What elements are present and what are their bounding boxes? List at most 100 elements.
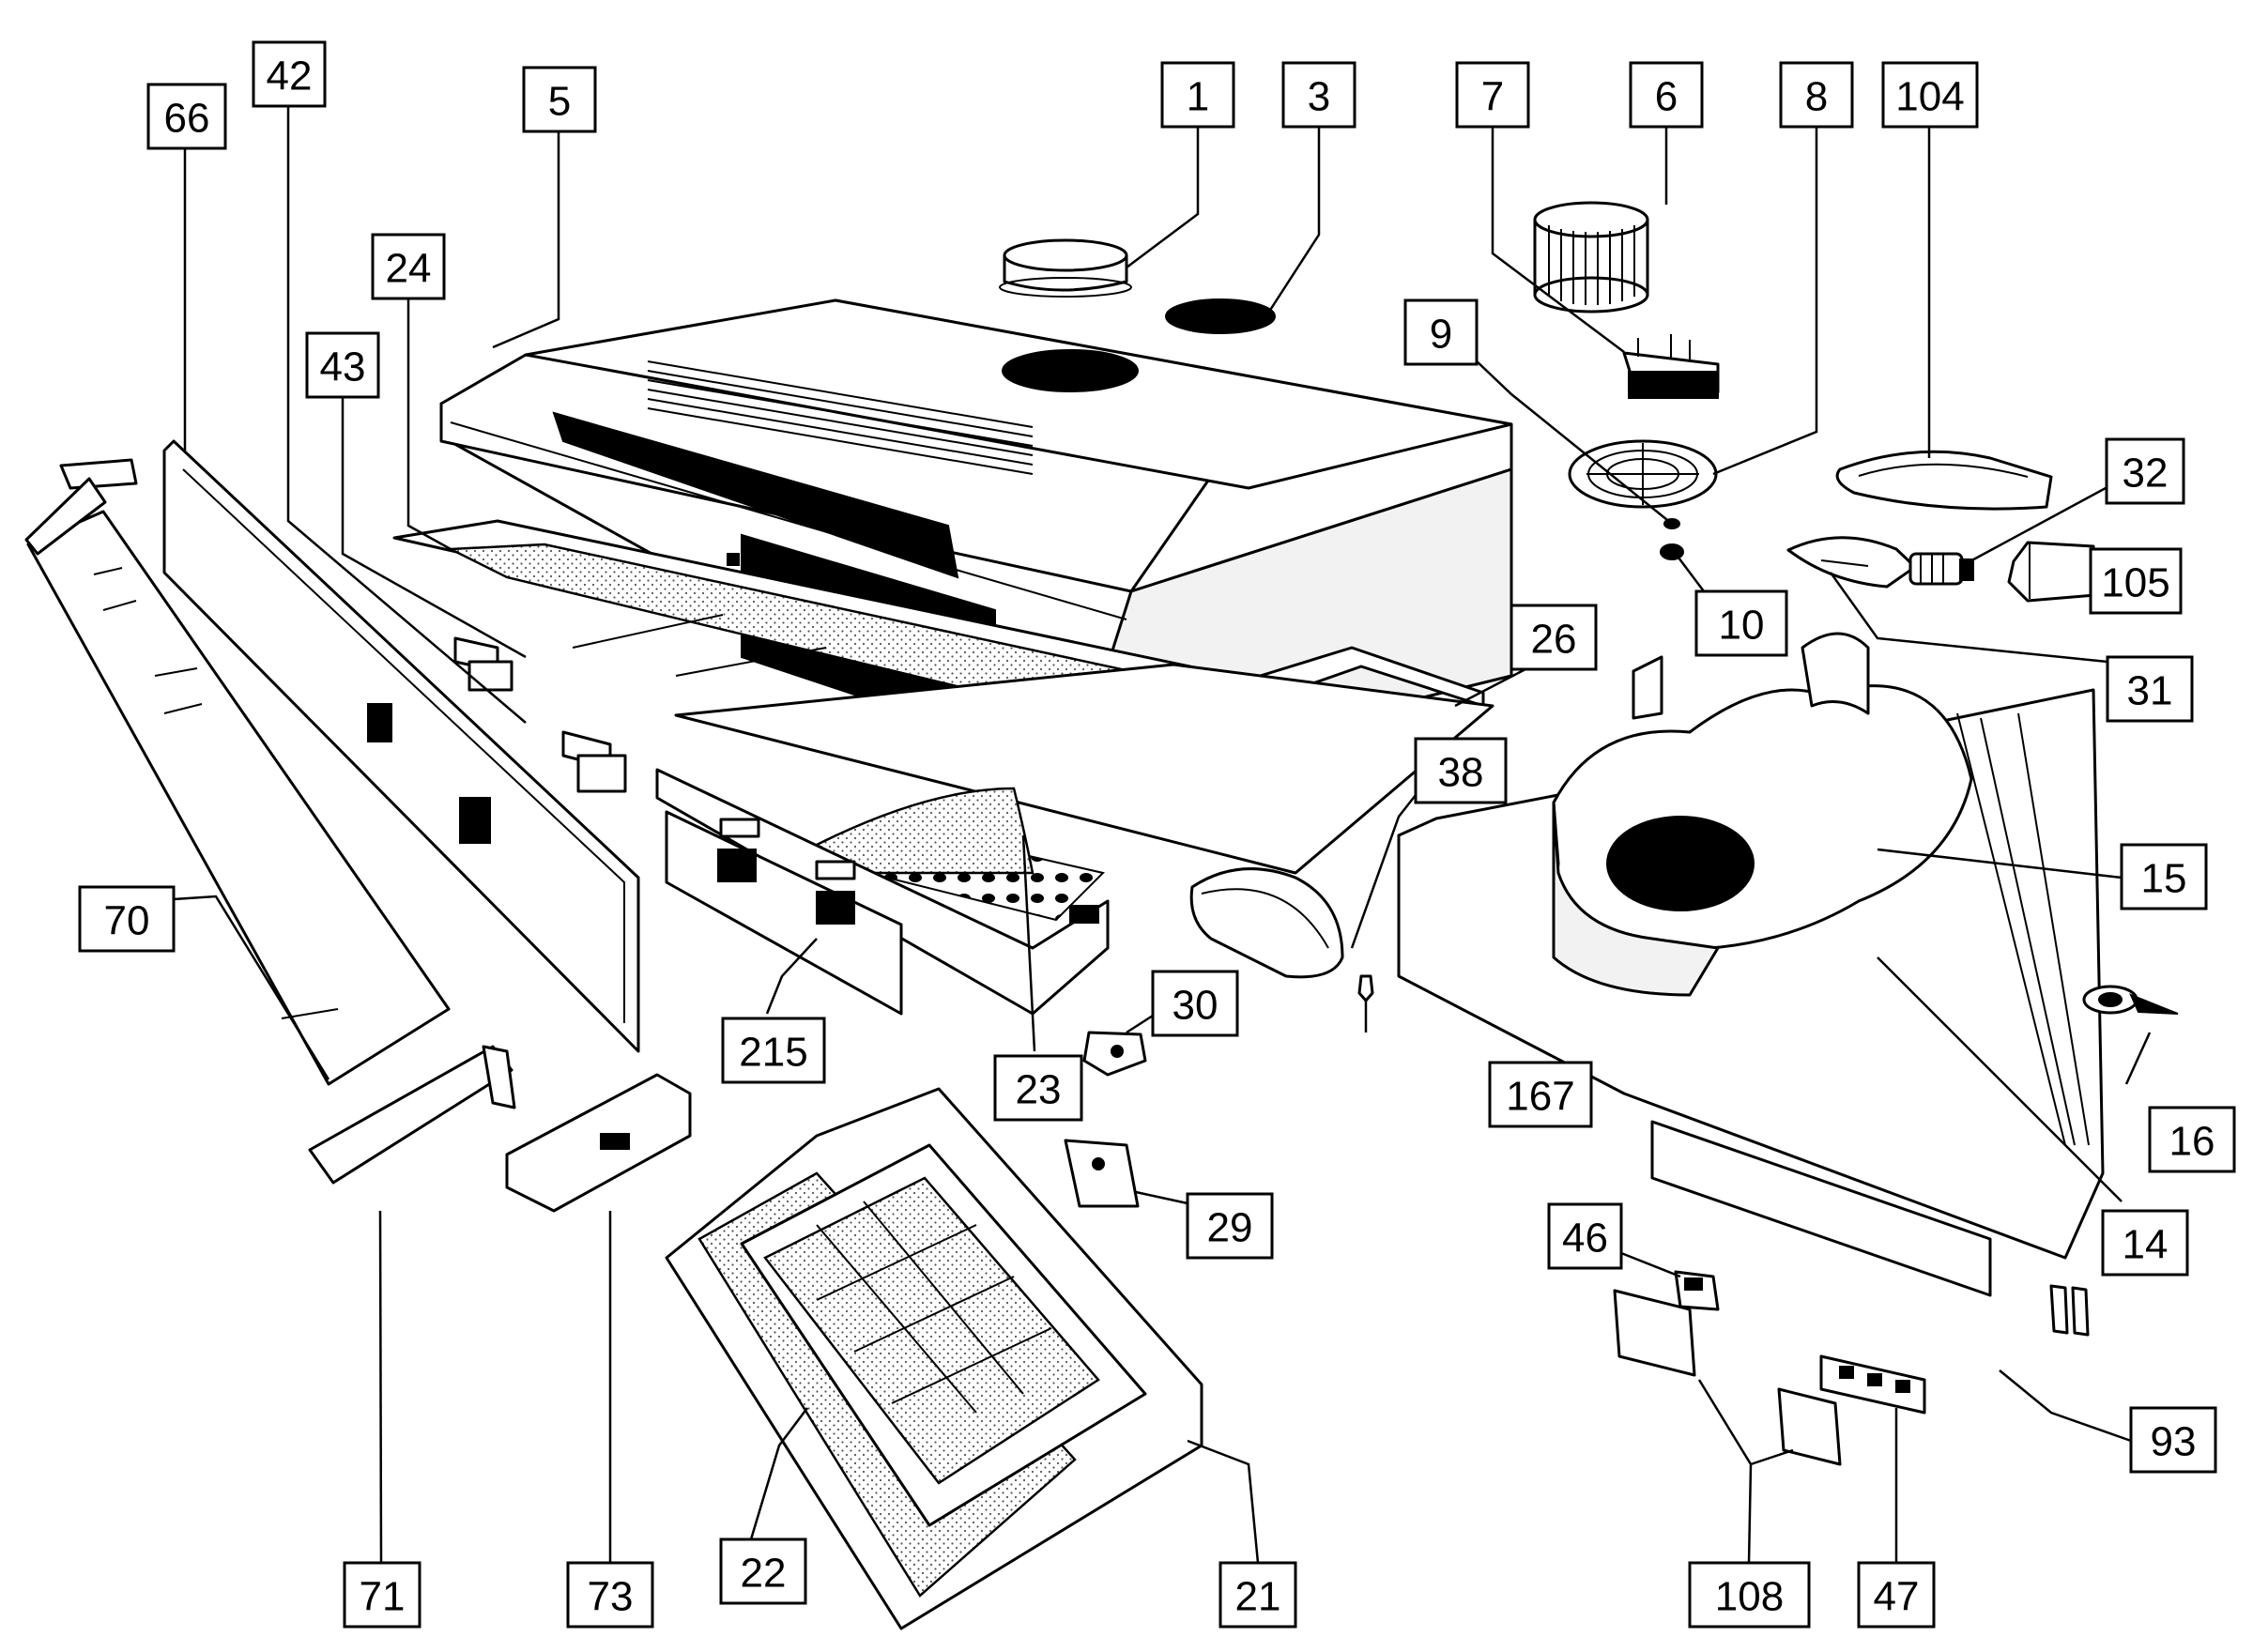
callout-box	[993, 1054, 1083, 1122]
mounting-bracket-part	[1064, 1139, 1140, 1208]
callout-box	[2120, 843, 2208, 910]
callout-9: 9	[1403, 298, 1479, 366]
callout-number: 30	[1172, 983, 1218, 1029]
callout-number: 43	[320, 344, 366, 390]
callout-70: 70	[78, 885, 176, 953]
callout-number: 105	[2101, 560, 2169, 606]
callout-box	[146, 83, 227, 150]
motor-part	[1622, 334, 1720, 399]
callout-number: 21	[1235, 1574, 1281, 1620]
callout-number: 167	[1506, 1074, 1574, 1120]
callout-number: 23	[1016, 1067, 1062, 1113]
callout-box	[1881, 61, 1979, 129]
callout-number: 3	[1308, 74, 1330, 120]
callout-box	[1857, 1561, 1936, 1629]
callout-8: 8	[1779, 61, 1854, 129]
callout-box	[721, 1017, 826, 1084]
callout-15: 15	[2120, 843, 2208, 910]
callout-number: 22	[741, 1551, 787, 1597]
callout-number: 32	[2123, 451, 2169, 497]
callout-box	[1629, 61, 1704, 129]
callout-number: 215	[739, 1030, 807, 1076]
callout-box	[522, 66, 597, 133]
callout-box	[371, 233, 446, 300]
callout-3: 3	[1281, 61, 1356, 129]
callout-box	[78, 885, 176, 953]
callout-1: 1	[1160, 61, 1235, 129]
callout-22: 22	[719, 1537, 807, 1605]
callout-31: 31	[2106, 655, 2194, 723]
callout-108: 108	[1688, 1561, 1811, 1629]
lamp-lens-part	[1835, 450, 2053, 511]
bottom-panel-part	[655, 663, 1494, 1016]
callout-box	[1510, 604, 1598, 671]
callout-32: 32	[2105, 437, 2185, 505]
selector-dial-part	[2082, 985, 2179, 1015]
callout-box	[2105, 437, 2185, 505]
callout-box	[1414, 737, 1508, 804]
fan-wheel-part	[1533, 201, 1649, 314]
fan-grille-part	[1568, 439, 1718, 509]
switch-strip-part	[1819, 1354, 1926, 1415]
callout-38: 38	[1414, 737, 1508, 804]
callout-number: 71	[360, 1574, 406, 1620]
nut-part	[1660, 543, 1684, 560]
side-clips-part	[2049, 1284, 2090, 1337]
callout-10: 10	[1694, 589, 1788, 657]
callout-box	[252, 40, 327, 108]
callout-box	[1547, 1202, 1623, 1270]
callout-167: 167	[1488, 1061, 1593, 1128]
callout-number: 14	[2123, 1222, 2169, 1268]
callout-box	[1281, 61, 1356, 129]
duct-collar-part	[999, 238, 1132, 298]
callout-30: 30	[1151, 970, 1239, 1037]
callout-box	[2089, 547, 2183, 615]
callout-number: 66	[164, 96, 210, 142]
bulb-socket-part	[1908, 552, 1974, 586]
callout-number: 6	[1655, 74, 1678, 120]
screw-part	[1357, 974, 1374, 1002]
callout-number: 70	[104, 898, 150, 944]
callout-box	[1694, 589, 1788, 657]
cover-disc-part	[1165, 298, 1276, 334]
front-facia-part	[162, 439, 640, 1053]
callout-number: 73	[588, 1574, 634, 1620]
visor-clip-part	[24, 458, 138, 556]
callout-number: 46	[1562, 1216, 1608, 1262]
callout-46: 46	[1547, 1202, 1623, 1270]
callout-box	[1488, 1061, 1593, 1128]
callout-number: 42	[267, 54, 313, 99]
callout-box	[2106, 655, 2194, 723]
callout-box	[1151, 970, 1239, 1037]
callout-16: 16	[2148, 1106, 2236, 1173]
callout-box	[1455, 61, 1530, 129]
callout-box	[1403, 298, 1479, 366]
callout-box	[2101, 1209, 2189, 1277]
callout-23: 23	[993, 1054, 1083, 1122]
control-knob-part	[453, 636, 627, 793]
callout-43: 43	[305, 331, 380, 399]
callout-number: 1	[1187, 74, 1209, 120]
callout-93: 93	[2129, 1406, 2217, 1474]
callout-number: 10	[1719, 603, 1765, 649]
callout-66: 66	[146, 83, 227, 150]
callout-box	[1186, 1192, 1274, 1260]
callout-104: 104	[1881, 61, 1979, 129]
callout-box	[2129, 1406, 2217, 1474]
callout-number: 15	[2141, 856, 2187, 902]
callout-number: 38	[1438, 750, 1484, 796]
callout-number: 8	[1805, 74, 1828, 120]
callout-73: 73	[566, 1561, 654, 1629]
callout-number: 104	[1895, 74, 1964, 120]
retaining-clip-part	[1082, 1031, 1147, 1077]
switch-part	[2007, 541, 2097, 603]
callout-number: 29	[1207, 1205, 1253, 1251]
callout-number: 16	[2169, 1119, 2215, 1165]
callout-number: 9	[1430, 312, 1452, 358]
callout-number: 7	[1481, 74, 1504, 120]
callout-box	[305, 331, 380, 399]
callout-21: 21	[1218, 1561, 1297, 1629]
callout-box	[1160, 61, 1235, 129]
